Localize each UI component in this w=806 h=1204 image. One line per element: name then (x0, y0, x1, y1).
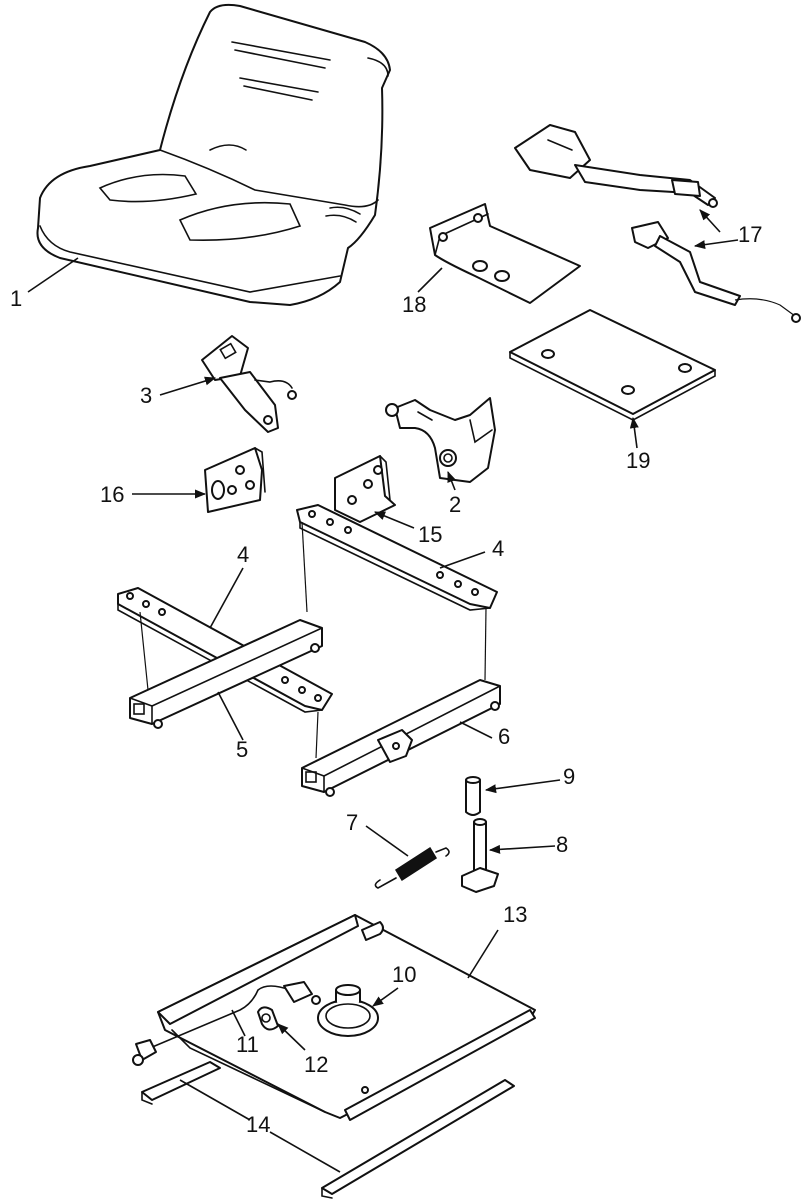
seat (36, 3, 391, 306)
callout-8: 8 (556, 832, 568, 857)
seat-belt-assembly (514, 124, 801, 323)
spring (374, 846, 450, 889)
callout-2: 2 (449, 492, 461, 517)
leader-lines (27, 209, 739, 1173)
callout-4-right: 4 (492, 536, 504, 561)
cross-bar-right (296, 504, 498, 611)
slide-rail-right (301, 679, 501, 797)
callout-9: 9 (563, 764, 575, 789)
alignment-lines (139, 521, 487, 759)
callout-12: 12 (304, 1052, 328, 1077)
callout-13: 13 (503, 902, 527, 927)
callout-11: 11 (236, 1032, 259, 1057)
wiring-harness (132, 981, 321, 1066)
mounting-plate (509, 309, 716, 421)
callout-18: 18 (402, 292, 426, 317)
runner-upper (141, 1061, 221, 1105)
callout-16: 16 (100, 482, 124, 507)
seat-belt-buckle (201, 335, 297, 433)
callout-labels: 1 18 17 19 3 2 16 15 4 4 5 6 9 8 7 13 10… (10, 222, 762, 1137)
small-bracket (204, 447, 266, 513)
seat-switch (317, 984, 379, 1037)
callout-6: 6 (498, 724, 510, 749)
angle-bracket (334, 455, 396, 523)
seat-belt-retractor (385, 397, 496, 483)
pin (465, 776, 481, 816)
runner-lower (321, 1079, 515, 1199)
callout-15: 15 (418, 522, 442, 547)
slide-rail-left (129, 619, 323, 729)
callout-3: 3 (140, 383, 152, 408)
callout-1: 1 (10, 286, 22, 311)
mounting-bracket (429, 203, 581, 304)
callout-17: 17 (738, 222, 762, 247)
callout-19: 19 (626, 448, 650, 473)
callout-5: 5 (236, 737, 248, 762)
bolt (461, 818, 499, 893)
callout-7: 7 (346, 810, 358, 835)
callout-4-left: 4 (237, 542, 249, 567)
callout-10: 10 (392, 962, 416, 987)
callout-14: 14 (246, 1112, 270, 1137)
